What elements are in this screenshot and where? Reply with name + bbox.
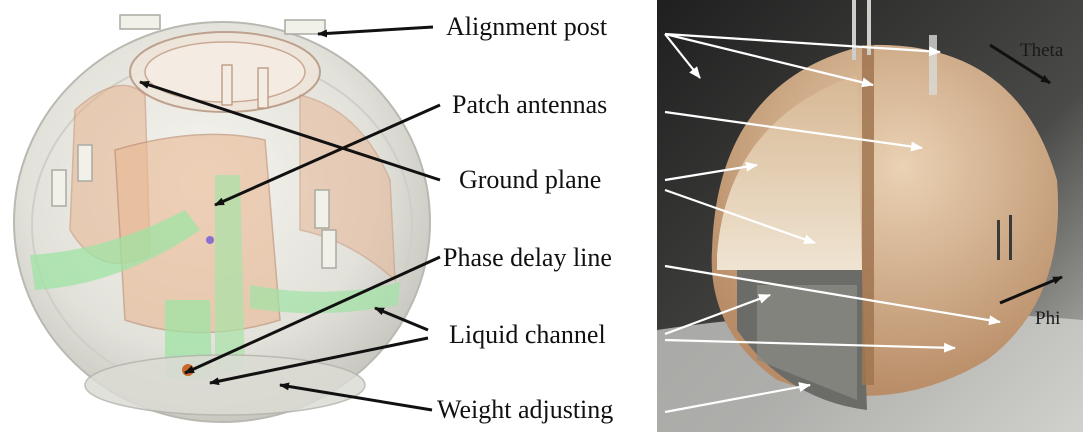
- arrow-patch-antennas-left: [215, 105, 440, 205]
- label-liquid-channel: Liquid channel: [449, 320, 606, 350]
- white-arrows: [665, 34, 1000, 412]
- arrow-phase-delay-right: [665, 266, 1000, 322]
- label-alignment-post: Alignment post: [446, 12, 607, 42]
- phi-axis-arrow: [1000, 277, 1062, 303]
- arrow-patch-antennas-right: [665, 112, 922, 148]
- arrow-alignment-post-left: [318, 27, 433, 34]
- arrow-ground-plane-right-2: [665, 190, 815, 243]
- arrow-liquid-channel-right-1: [665, 295, 770, 334]
- label-phi: Phi: [1035, 308, 1060, 330]
- arrow-phase-delay-left: [185, 257, 440, 373]
- label-weight-adjusting: Weight adjusting: [437, 395, 613, 425]
- arrow-liquid-channel-lower: [210, 338, 428, 383]
- label-phase-delay-line: Phase delay line: [443, 243, 612, 273]
- arrow-liquid-channel-upper: [375, 308, 428, 330]
- label-patch-antennas: Patch antennas: [452, 90, 607, 120]
- label-ground-plane: Ground plane: [459, 165, 601, 195]
- arrow-liquid-channel-right-2: [665, 340, 955, 348]
- black-arrows: [140, 27, 1062, 410]
- label-theta: Theta: [1020, 40, 1063, 62]
- arrow-ground-plane-left: [140, 82, 440, 180]
- arrow-ground-plane-right-1: [665, 165, 757, 180]
- arrow-weight-adjusting-right: [665, 385, 810, 412]
- arrow-weight-adjusting-left: [280, 385, 432, 410]
